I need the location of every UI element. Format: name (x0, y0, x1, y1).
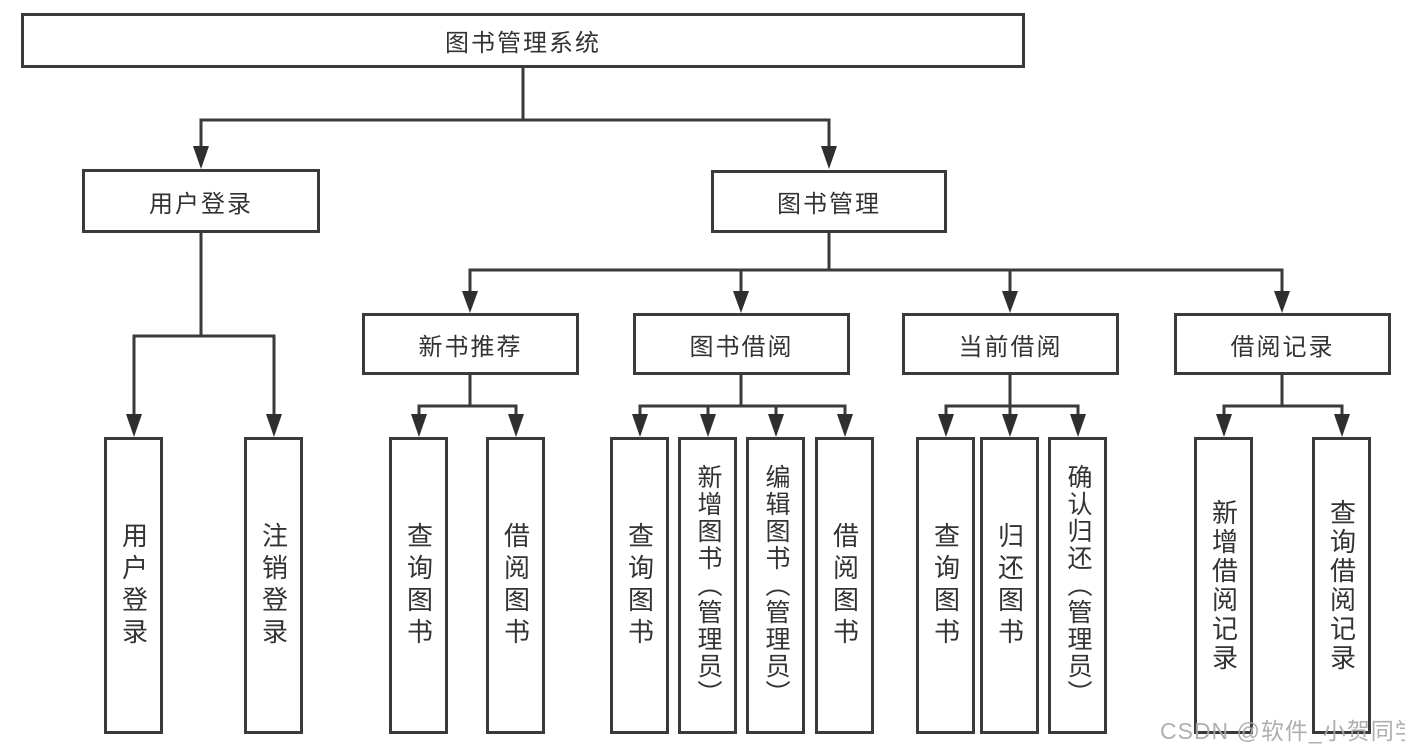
node-label: 图书管理系统 (445, 30, 601, 57)
leaf-current-confirm-return-admin: 确认归还（管理员） (1048, 437, 1107, 734)
node-label: 借阅记录 (1230, 333, 1335, 361)
leaf-current-query-books: 查询图书 (916, 437, 975, 734)
leaf-borrowing-add-books-admin: 新增图书（管理员） (678, 437, 737, 734)
connector-userlogin-split (132, 232, 276, 414)
leaf-label: 确认归还（管理员） (1064, 464, 1092, 707)
leaf-label: 查询借阅记录 (1326, 498, 1357, 673)
node-new-book-recommend: 新书推荐 (362, 313, 579, 375)
node-label: 用户登录 (149, 190, 253, 218)
node-label: 当前借阅 (958, 333, 1063, 361)
csdn-watermark: CSDN @软件_小贺同学 (1160, 718, 1405, 744)
leaf-user-login: 用户登录 (104, 437, 163, 734)
leaf-borrowing-query-books: 查询图书 (610, 437, 669, 734)
leaf-label: 编辑图书（管理员） (762, 464, 790, 707)
node-borrowing-records: 借阅记录 (1174, 313, 1391, 375)
connector-current-split (944, 375, 1080, 415)
connector-root-split (199, 68, 831, 147)
node-label: 新书推荐 (418, 333, 523, 361)
leaf-records-add-record: 新增借阅记录 (1194, 437, 1253, 734)
leaf-records-query-record: 查询借阅记录 (1312, 437, 1371, 734)
leaf-current-return-books: 归还图书 (980, 437, 1039, 734)
leaf-recommend-query-books: 查询图书 (389, 437, 448, 734)
leaf-label: 新增图书（管理员） (694, 464, 722, 707)
node-library-management-system: 图书管理系统 (21, 13, 1025, 68)
leaf-label: 查询图书 (930, 521, 961, 650)
leaf-label: 借阅图书 (500, 521, 531, 650)
connector-bookmgmt-split (468, 233, 1284, 292)
leaf-label: 归还图书 (994, 521, 1025, 650)
leaf-borrowing-edit-books-admin: 编辑图书（管理员） (746, 437, 805, 734)
leaf-label: 查询图书 (624, 521, 655, 650)
connector-newrec-split (417, 375, 518, 415)
leaf-label: 借阅图书 (829, 521, 860, 650)
leaf-label: 查询图书 (403, 521, 434, 650)
node-book-borrowing: 图书借阅 (633, 313, 850, 375)
node-current-borrowing: 当前借阅 (902, 313, 1119, 375)
node-user-login-branch: 用户登录 (82, 169, 320, 233)
node-label: 图书借阅 (689, 333, 794, 361)
node-book-management-branch: 图书管理 (711, 170, 947, 233)
leaf-borrowing-borrow-books: 借阅图书 (815, 437, 874, 734)
arrowheads (126, 146, 1350, 437)
leaf-label: 用户登录 (118, 521, 149, 650)
leaf-label: 注销登录 (258, 521, 289, 650)
node-label: 图书管理 (777, 191, 881, 218)
connector-borrow-split (638, 375, 847, 415)
leaf-label: 新增借阅记录 (1208, 498, 1239, 673)
connector-records-split (1222, 375, 1344, 415)
leaf-logout: 注销登录 (244, 437, 303, 734)
leaf-recommend-borrow-books: 借阅图书 (486, 437, 545, 734)
